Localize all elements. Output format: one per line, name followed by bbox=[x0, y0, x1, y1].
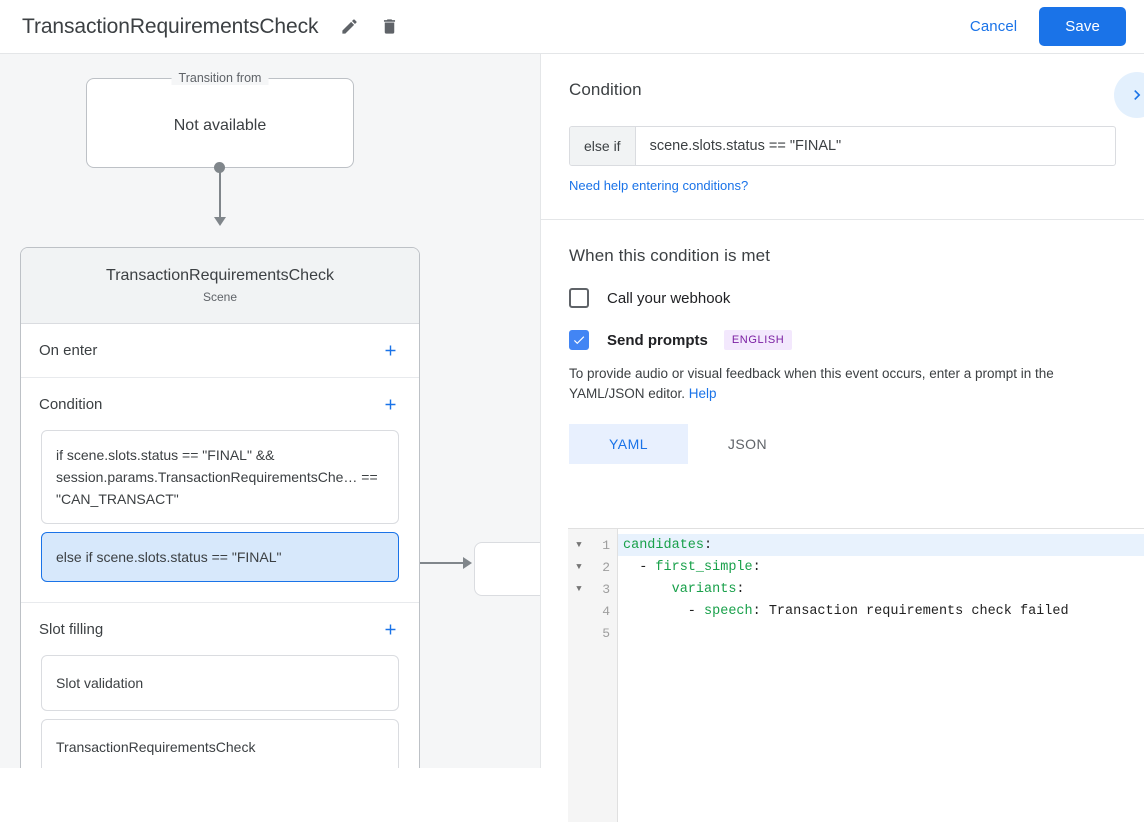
send-prompts-label: Send prompts bbox=[607, 331, 708, 349]
transition-target-node[interactable] bbox=[474, 542, 540, 596]
line-number: 4 bbox=[602, 603, 610, 619]
panel-condition-section: Condition else if scene.slots.status == … bbox=[541, 54, 1144, 195]
condition-prefix: else if bbox=[570, 127, 636, 165]
section-condition: Condition if scene.slots.status == "FINA… bbox=[21, 378, 419, 603]
section-condition-header: Condition bbox=[21, 378, 419, 430]
call-webhook-checkbox[interactable] bbox=[569, 288, 589, 308]
code-token: candidates bbox=[623, 537, 705, 553]
app-header: TransactionRequirementsCheck Cancel Save bbox=[0, 0, 1144, 54]
editor-line-number: 4 bbox=[568, 600, 617, 622]
connector-arrow-down bbox=[214, 217, 226, 226]
editor-line-number: ▼2 bbox=[568, 556, 617, 578]
condition-item[interactable]: if scene.slots.status == "FINAL" && sess… bbox=[41, 430, 399, 524]
panel-divider bbox=[541, 219, 1144, 220]
tab-json[interactable]: JSON bbox=[727, 436, 768, 452]
transition-from-node[interactable]: Transition from Not available bbox=[86, 71, 354, 168]
plus-icon bbox=[385, 624, 395, 634]
body-area: Transition from Not available Transactio… bbox=[0, 54, 1144, 822]
code-token: - bbox=[623, 559, 656, 575]
delete-button[interactable] bbox=[372, 10, 406, 44]
save-button[interactable]: Save bbox=[1039, 7, 1126, 46]
section-slot-filling: Slot filling Slot validation Transaction… bbox=[21, 603, 419, 768]
line-number: 5 bbox=[602, 625, 610, 641]
transition-from-title: Not available bbox=[173, 117, 267, 134]
condition-expression-input[interactable]: scene.slots.status == "FINAL" bbox=[649, 138, 842, 154]
editor-code-line[interactable]: - first_simple: bbox=[618, 556, 1144, 578]
code-token: : bbox=[752, 603, 769, 619]
code-token: variants bbox=[671, 581, 737, 597]
code-token: Transaction requirements check failed bbox=[768, 603, 1069, 619]
add-slot-filling-button[interactable] bbox=[379, 618, 401, 640]
prompts-help-link[interactable]: Help bbox=[688, 386, 717, 401]
editor-code-area[interactable]: candidates: - first_simple: variants: - … bbox=[618, 529, 1144, 822]
section-slot-filling-header: Slot filling bbox=[21, 603, 419, 655]
call-webhook-label: Call your webhook bbox=[607, 289, 731, 307]
editor-code-line[interactable]: candidates: bbox=[618, 534, 1144, 556]
transition-from-legend: Transition from bbox=[171, 71, 269, 85]
plus-icon bbox=[385, 345, 395, 356]
pencil-icon bbox=[342, 19, 357, 34]
fold-arrow-icon[interactable]: ▼ bbox=[576, 540, 582, 550]
scene-header: TransactionRequirementsCheck Scene bbox=[21, 248, 419, 324]
editor-line-number: 5 bbox=[568, 622, 617, 644]
cancel-button[interactable]: Cancel bbox=[969, 18, 1018, 35]
trash-icon bbox=[383, 19, 395, 34]
add-condition-button[interactable] bbox=[379, 393, 401, 415]
add-on-enter-button[interactable] bbox=[379, 340, 401, 362]
scene-name: TransactionRequirementsCheck bbox=[106, 267, 334, 284]
fold-arrow-icon[interactable]: ▼ bbox=[576, 562, 582, 572]
editor-code-line[interactable] bbox=[618, 622, 1144, 644]
edit-title-button[interactable] bbox=[332, 10, 366, 44]
send-prompts-checkbox-row[interactable]: Send prompts ENGLISH bbox=[569, 330, 1116, 350]
line-number: 2 bbox=[602, 559, 610, 575]
condition-help-link[interactable]: Need help entering conditions? bbox=[569, 178, 749, 193]
prompts-description-text: To provide audio or visual feedback when… bbox=[569, 366, 1054, 401]
section-slot-filling-label: Slot filling bbox=[39, 620, 104, 638]
panel-condition-heading: Condition bbox=[569, 80, 642, 99]
transition-to-node[interactable]: TransactionRequirementsCheck Scene On en… bbox=[20, 247, 420, 768]
fold-arrow-icon[interactable]: ▼ bbox=[576, 584, 582, 594]
flow-canvas[interactable]: Transition from Not available Transactio… bbox=[0, 54, 540, 768]
code-token: speech bbox=[704, 603, 753, 619]
page-title: TransactionRequirementsCheck bbox=[22, 14, 319, 38]
scene-type-label: Scene bbox=[202, 290, 238, 304]
editor-code-line[interactable]: - speech: Transaction requirements check… bbox=[618, 600, 1144, 622]
tab-yaml[interactable]: YAML bbox=[569, 424, 688, 464]
webhook-checkbox-row[interactable]: Call your webhook bbox=[569, 288, 1116, 308]
editor-line-number: ▼1 bbox=[568, 534, 617, 556]
plus-icon bbox=[385, 399, 395, 409]
slot-filling-item[interactable]: Slot validation bbox=[41, 655, 399, 711]
section-on-enter-label: On enter bbox=[39, 342, 98, 359]
line-number: 1 bbox=[602, 537, 610, 553]
send-prompts-checkbox[interactable] bbox=[569, 330, 589, 350]
panel-when-met-section: When this condition is met Call your web… bbox=[541, 220, 1144, 464]
line-number: 3 bbox=[602, 581, 610, 597]
connector-line-vertical bbox=[219, 167, 221, 219]
slot-filling-item[interactable]: TransactionRequirementsCheck bbox=[41, 719, 399, 768]
connector-line-horizontal bbox=[403, 562, 467, 564]
chevron-right-icon bbox=[1134, 90, 1141, 100]
editor-code-line[interactable]: variants: bbox=[618, 578, 1144, 600]
editor-line-number: ▼3 bbox=[568, 578, 617, 600]
when-met-heading: When this condition is met bbox=[569, 246, 771, 265]
language-badge: ENGLISH bbox=[723, 330, 793, 350]
code-token: : bbox=[752, 559, 761, 575]
code-token: : bbox=[704, 537, 713, 553]
condition-item-selected[interactable]: else if scene.slots.status == "FINAL" bbox=[41, 532, 399, 582]
check-icon bbox=[573, 336, 585, 345]
section-condition-label: Condition bbox=[39, 395, 103, 413]
condition-input-row[interactable]: else if scene.slots.status == "FINAL" bbox=[569, 126, 1116, 166]
code-token: first_simple bbox=[655, 559, 753, 575]
code-token: : bbox=[736, 581, 745, 597]
editor-format-tabs: YAML JSON bbox=[569, 424, 1116, 464]
section-on-enter[interactable]: On enter bbox=[21, 324, 419, 378]
code-token bbox=[623, 582, 672, 597]
expand-panel-button[interactable] bbox=[1114, 72, 1144, 118]
code-token: - bbox=[623, 603, 705, 619]
prompts-description: To provide audio or visual feedback when… bbox=[569, 364, 1116, 404]
connector-arrow-right bbox=[463, 557, 472, 569]
